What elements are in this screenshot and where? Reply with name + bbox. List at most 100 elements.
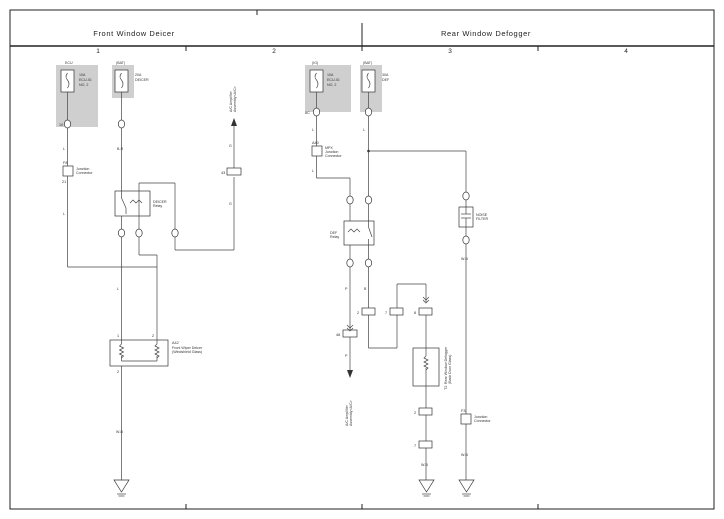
connector-pin: [171, 228, 179, 238]
rear-defogger-label2: (Back Door Glass): [448, 355, 452, 384]
fuse-ig-name2: NO. 2: [327, 83, 336, 87]
column-number: 2: [272, 48, 276, 55]
noise-filter-label2: FILTER: [476, 217, 489, 221]
mpx-label: MPX: [325, 146, 333, 150]
front-deicer-id: A42: [172, 341, 179, 345]
fuse-deicer-icon: [119, 72, 124, 89]
fuse-def-amp: 30A: [382, 73, 389, 77]
fuse-deicer-name: DEICER: [135, 78, 149, 82]
wire-color: L: [312, 128, 314, 132]
ground-icon: [418, 479, 435, 493]
connector-pin: [364, 107, 373, 117]
connector-pin: [135, 228, 143, 238]
wire-color: W-B: [116, 430, 124, 434]
wire-color: L: [63, 147, 65, 151]
connector-pin: [462, 235, 470, 245]
wire-color: P: [345, 287, 348, 291]
def-relay: [343, 220, 375, 246]
svg-text:21: 21: [62, 180, 66, 184]
rear-defogger-label: Rear Window Defogger: [444, 346, 448, 384]
wire-color: B: [364, 287, 367, 291]
wire-color: W-B: [461, 257, 469, 261]
svg-text:2: 2: [152, 334, 154, 338]
deicer-relay-label: DEICER: [153, 200, 167, 204]
ground-icon: [113, 479, 130, 493]
connector-pin: [63, 119, 72, 129]
front-deicer-label2: (Windshield Glass): [172, 350, 202, 354]
mpx-id: A40: [312, 141, 319, 145]
ac-amp-front-label2: Assembly<A/C>: [233, 86, 237, 112]
wire-color: G: [229, 144, 232, 148]
column-number: 4: [624, 48, 628, 55]
svg-text:2: 2: [357, 311, 359, 315]
fuse-ecu-icon: [65, 72, 70, 89]
rear-defogger-id: T2: [444, 386, 448, 390]
connector-block: [418, 307, 433, 316]
junction-conn-rear-label: Junction: [474, 415, 487, 419]
connector-block: [418, 407, 433, 416]
wire-color: L: [117, 287, 119, 291]
arrow-up-icon: [231, 118, 237, 126]
deicer-relay: [114, 190, 151, 217]
fuse-ecu-top: ECU: [65, 61, 73, 65]
chevron-down-icon: [346, 324, 354, 332]
wire-color: L: [63, 212, 65, 216]
svg-text:7: 7: [414, 444, 416, 448]
mpx-connector: [311, 145, 323, 157]
mpx-label3: Connector: [325, 154, 342, 158]
connector-block: [389, 307, 404, 316]
fuse-def-name: DEF: [382, 78, 390, 82]
fuse-ig-name: ECU-IG: [327, 78, 340, 82]
front-deicer-label: Front Wiper Deicer: [172, 346, 203, 350]
wire-color: L: [363, 128, 365, 132]
junction-conn-front-label: Junction: [76, 167, 89, 171]
svg-text:2: 2: [117, 370, 119, 374]
junction-conn-front-label2: Connector: [76, 171, 93, 175]
fuse-ecu-amp: 10A: [79, 73, 86, 77]
resistor-icon: [423, 355, 429, 371]
def-relay-label: DEF: [330, 231, 338, 235]
noise-filter-label: NOISE: [476, 213, 488, 217]
svg-text:43: 43: [221, 171, 225, 175]
ac-amp-rear-label: A/C Amplifier: [345, 404, 349, 426]
junction-conn-rear-id: F3: [461, 409, 465, 413]
connector-block: [418, 440, 433, 449]
svg-text:7: 7: [385, 311, 387, 315]
resistor-icon: [154, 343, 160, 359]
column-number: 1: [96, 48, 100, 55]
wire-color: L: [312, 169, 314, 173]
svg-text:2: 2: [414, 411, 416, 415]
fuse-ecu-name: ECU-IG: [79, 78, 92, 82]
fuse-def-top: (BAT): [363, 61, 372, 65]
wire-color: G: [229, 202, 232, 206]
connector-pin: [462, 191, 470, 201]
connector-pin: [346, 195, 354, 205]
junction-conn-rear-label2: Connector: [474, 419, 491, 423]
ac-amp-front-label: A/C Amplifier: [229, 90, 233, 112]
connector-pin: [117, 228, 126, 238]
arrow-down-icon: [347, 370, 353, 378]
fuse-deicer-top: (BAT): [116, 61, 125, 65]
def-relay-label2: Relay: [330, 235, 339, 239]
wire-color: P: [345, 354, 348, 358]
svg-text:10: 10: [59, 123, 63, 127]
ground-icon: [458, 479, 475, 493]
fuse-ig-top: (IG): [312, 61, 318, 65]
deicer-relay-label2: Relay: [153, 204, 162, 208]
wire-color: B-R: [117, 147, 124, 151]
ac-amp-connector: [226, 167, 242, 176]
connector-pin: [346, 258, 354, 268]
wire-color: W-B: [461, 453, 469, 457]
connector-block: [361, 307, 376, 316]
fuse-ecu-name2: NO. 2: [79, 83, 88, 87]
connector-pin: [117, 119, 126, 129]
junction-conn-front: [62, 165, 74, 177]
fuse-def-icon: [366, 72, 371, 89]
fuse-deicer-amp: 20A: [135, 73, 142, 77]
svg-text:8C: 8C: [305, 111, 310, 115]
svg-text:1: 1: [117, 334, 119, 338]
svg-text:8: 8: [414, 311, 416, 315]
connector-pin: [364, 258, 373, 268]
fuse-ig-icon: [314, 72, 319, 89]
